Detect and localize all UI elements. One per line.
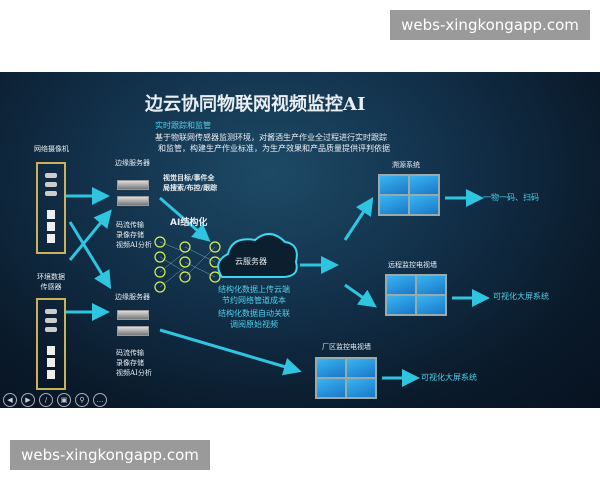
ai-label: AI结构化: [170, 218, 208, 228]
feature: 录像存储: [116, 231, 144, 239]
sensor-group: [36, 298, 66, 390]
cloud-label: 云服务器: [235, 257, 267, 266]
feature: 视频AI分析: [116, 369, 152, 377]
cloud-icon: [217, 233, 298, 278]
line: 视觉目标/事件全: [163, 174, 215, 182]
remote-output: 可视化大屏系统: [493, 292, 549, 301]
edge-features: 码流传输录像存储视频AI分析: [116, 348, 152, 378]
camera-icon: [45, 191, 57, 196]
description: 基于物联网传感器监测环境，对酱酒生产作业全过程进行实时跟踪: [155, 133, 387, 142]
edge-server-label: 边缘服务器: [115, 293, 150, 301]
dome-camera-icon: [47, 234, 55, 243]
remote-label: 远程监控电视墙: [388, 261, 437, 269]
arrow: [159, 196, 211, 242]
more-icon[interactable]: …: [93, 393, 107, 407]
server-icon: [117, 326, 149, 336]
watermark-top: webs-xingkongapp.com: [390, 10, 590, 40]
next-icon[interactable]: ▶: [21, 393, 35, 407]
prev-icon[interactable]: ◀: [3, 393, 17, 407]
slides-icon[interactable]: ▣: [57, 393, 71, 407]
sensor-icon: [47, 358, 55, 367]
arrows-layer: [65, 187, 490, 387]
zoom-icon[interactable]: ⚲: [75, 393, 89, 407]
sensor-icon: [47, 346, 55, 355]
subtitle: 实时跟踪和监管: [155, 121, 211, 130]
trace-label: 溯源系统: [392, 161, 420, 169]
edge-server-label: 边缘服务器: [115, 159, 150, 167]
sensor-icon: [45, 327, 57, 332]
sensor-icon: [45, 318, 57, 323]
server-icon: [117, 310, 149, 320]
page-title: 边云协同物联网视频监控AI: [145, 94, 366, 115]
dome-camera-icon: [47, 222, 55, 231]
neural-net-icon: [159, 241, 216, 288]
arrow: [343, 196, 374, 241]
arrow: [68, 221, 112, 290]
arrow: [68, 209, 112, 261]
note: 结构化数据上传云端: [218, 285, 290, 294]
pen-icon[interactable]: /: [39, 393, 53, 407]
sensor-icon: [47, 370, 55, 379]
note: 调阅原始视频: [230, 320, 278, 329]
sensor-label: 环境数据传感器: [37, 273, 65, 291]
camera-group: [36, 162, 66, 254]
trace-output: 一物一码、扫码: [483, 193, 539, 202]
edge-features: 码流传输录像存储视频AI分析: [116, 220, 152, 250]
feature: 录像存储: [116, 359, 144, 367]
watermark-bottom: webs-xingkongapp.com: [10, 440, 210, 470]
line: 局搜索/布控/跟踪: [163, 184, 218, 192]
feature: 码流传输: [116, 221, 144, 229]
video-wall: [378, 174, 440, 216]
slide: 边云协同物联网视频监控AI 实时跟踪和监管 基于物联网传感器监测环境，对酱酒生产…: [0, 72, 600, 408]
feature: 视频AI分析: [116, 241, 152, 249]
cloud-notes: 结构化数据上传云端节约网络管道成本结构化数据自动关联调阅原始视频: [218, 284, 290, 330]
video-wall: [385, 274, 447, 316]
sensor-icon: [45, 309, 57, 314]
camera-icon: [45, 173, 57, 178]
camera-label: 网络摄像机: [34, 145, 69, 153]
arrow: [159, 328, 302, 376]
server-icon: [117, 180, 149, 190]
camera-icon: [45, 182, 57, 187]
video-wall: [315, 357, 377, 399]
visual-target-text: 视觉目标/事件全局搜索/布控/跟踪: [163, 173, 217, 193]
arrow: [344, 283, 377, 308]
plant-label: 厂区监控电视墙: [322, 343, 371, 351]
plant-output: 可视化大屏系统: [421, 373, 477, 382]
note: 节约网络管道成本: [222, 296, 286, 305]
note: 结构化数据自动关联: [218, 309, 290, 318]
dome-camera-icon: [47, 210, 55, 219]
server-icon: [117, 196, 149, 206]
feature: 码流传输: [116, 349, 144, 357]
description: 和监管，构建生产作业标准，为生产效果和产品质量提供评判依据: [158, 144, 390, 153]
